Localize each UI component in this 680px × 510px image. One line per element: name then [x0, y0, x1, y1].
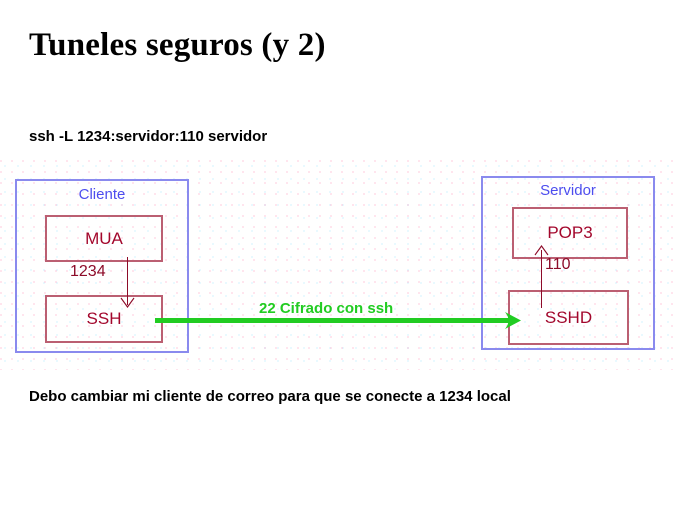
service-box-ssh: SSH	[45, 295, 163, 343]
page-title: Tuneles seguros (y 2)	[29, 27, 326, 63]
tunnel-arrow-head-icon	[505, 312, 521, 329]
service-box-sshd: SSHD	[508, 290, 629, 345]
server-host-box	[481, 176, 655, 350]
service-label-pop3: POP3	[547, 223, 593, 242]
server-port-arrow-head-icon	[534, 245, 549, 256]
server-port-arrow-line	[541, 250, 542, 308]
server-host-label: Servidor	[540, 182, 596, 199]
ssh-command-text: ssh -L 1234:servidor:110 servidor	[29, 128, 268, 145]
client-host-box	[15, 179, 189, 353]
client-host-label: Cliente	[78, 186, 126, 203]
tunnel-diagram: Cliente MUA SSH 1234 Servidor POP3 SSHD …	[0, 160, 680, 370]
service-label-mua: MUA	[85, 228, 123, 248]
client-port-arrow-line	[127, 257, 128, 305]
client-port-arrow-head-icon	[120, 297, 135, 308]
service-box-mua: MUA	[45, 215, 163, 262]
server-port-label: 110	[545, 256, 571, 273]
service-label-sshd: SSHD	[544, 307, 593, 327]
tunnel-label: 22 Cifrado con ssh	[259, 300, 394, 317]
service-label-ssh: SSH	[86, 309, 122, 328]
tunnel-arrow-line	[155, 318, 513, 323]
service-box-pop3: POP3	[512, 207, 628, 259]
client-port-label: 1234	[70, 263, 106, 280]
bottom-note-text: Debo cambiar mi cliente de correo para q…	[29, 388, 511, 405]
